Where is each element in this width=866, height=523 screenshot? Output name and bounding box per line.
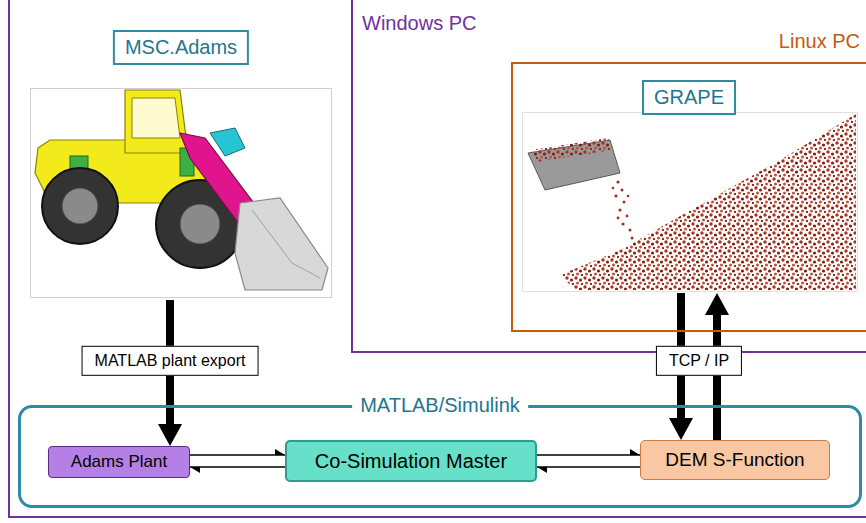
loader-cab: [125, 90, 188, 153]
edge-label: MATLAB plant export: [82, 346, 259, 376]
loader-bucket: [235, 198, 328, 290]
dem-sfunction-box: DEM S-Function: [640, 440, 830, 480]
region-heading: MSC.Adams: [113, 30, 249, 65]
grape-panel: GRAPE: [520, 78, 858, 293]
wheel-loader-illustration: [30, 28, 332, 300]
simulink-container: MATLAB/SimulinkAdams PlantCo-Simulation …: [18, 405, 862, 508]
rear-wheel: [42, 168, 118, 244]
image-frame: [31, 89, 332, 298]
windows-pc-region: Windows PCMSC.AdamsMATLAB/SimulinkAdams …: [8, 0, 866, 519]
box-label: Adams Plant: [71, 452, 167, 472]
box-label: Co-Simulation Master: [315, 450, 507, 473]
box-label: DEM S-Function: [665, 449, 804, 471]
falling-grains: [612, 180, 634, 239]
region-heading: MATLAB/Simulink: [352, 392, 528, 419]
thick-arrow: [713, 315, 721, 440]
cosim-master-box: Co-Simulation Master: [285, 440, 537, 482]
wheel-hub: [62, 188, 98, 224]
region-heading: Linux PC: [779, 30, 860, 53]
bucket-load: [532, 138, 612, 162]
loader-link: [210, 128, 245, 156]
signal-arrow: [190, 454, 285, 456]
cab-window: [132, 98, 180, 138]
signal-arrow: [537, 454, 640, 456]
region-heading: GRAPE: [642, 80, 736, 115]
bucket-detail: [252, 210, 320, 278]
edge-label: TCP / IP: [656, 346, 742, 376]
signal-arrow: [537, 466, 640, 468]
adams-plant-box: Adams Plant: [48, 446, 190, 478]
region-heading: Windows PC: [362, 12, 476, 35]
linux-pc-region: Linux PCGRAPE: [511, 62, 866, 332]
adams-panel: MSC.Adams: [30, 28, 332, 300]
signal-arrow: [190, 466, 285, 468]
wheel-hub: [180, 204, 220, 244]
region-border: [9, 0, 866, 517]
image-frame: [523, 113, 858, 292]
